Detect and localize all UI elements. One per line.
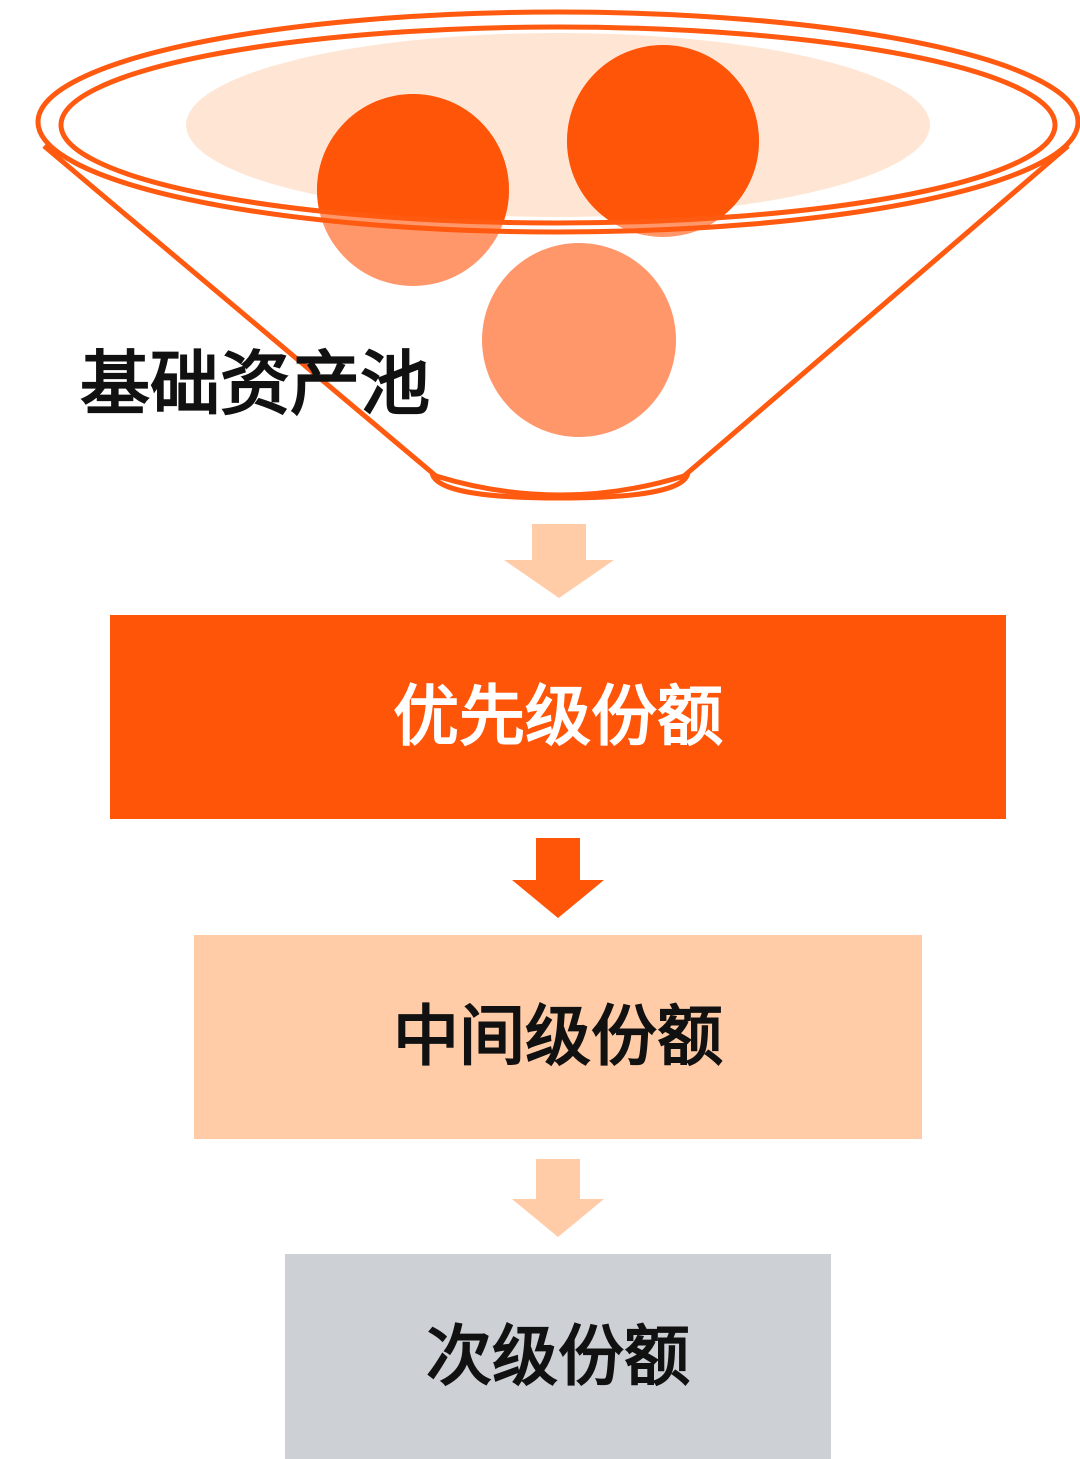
asset-ball-icon: [482, 243, 676, 437]
asset-pool-label: 基础资产池: [80, 343, 430, 425]
funnel-bottom-rim: [429, 471, 691, 501]
down-arrow-icon: [504, 524, 614, 598]
subordinate-tranche-label: 次级份额: [426, 1317, 690, 1395]
funnel-rim-outer: [35, 9, 1080, 235]
mezzanine-tranche-box: 中间级份额: [194, 935, 922, 1139]
asset-ball-icon: [317, 94, 509, 223]
senior-tranche-label: 优先级份额: [393, 678, 723, 755]
subordinate-tranche-box: 次级份额: [285, 1254, 831, 1459]
asset-ball-icon: [567, 45, 759, 223]
down-arrow-icon: [512, 1159, 604, 1237]
funnel-icon: [42, 144, 1070, 498]
funnel-diagram: [35, 9, 1080, 501]
funnel-rim-inner: [58, 24, 1058, 226]
down-arrow-icon: [512, 838, 604, 918]
mezzanine-tranche-label: 中间级份额: [393, 998, 723, 1075]
funnel-inner-fill: [186, 33, 930, 217]
senior-tranche-box: 优先级份额: [110, 615, 1006, 819]
